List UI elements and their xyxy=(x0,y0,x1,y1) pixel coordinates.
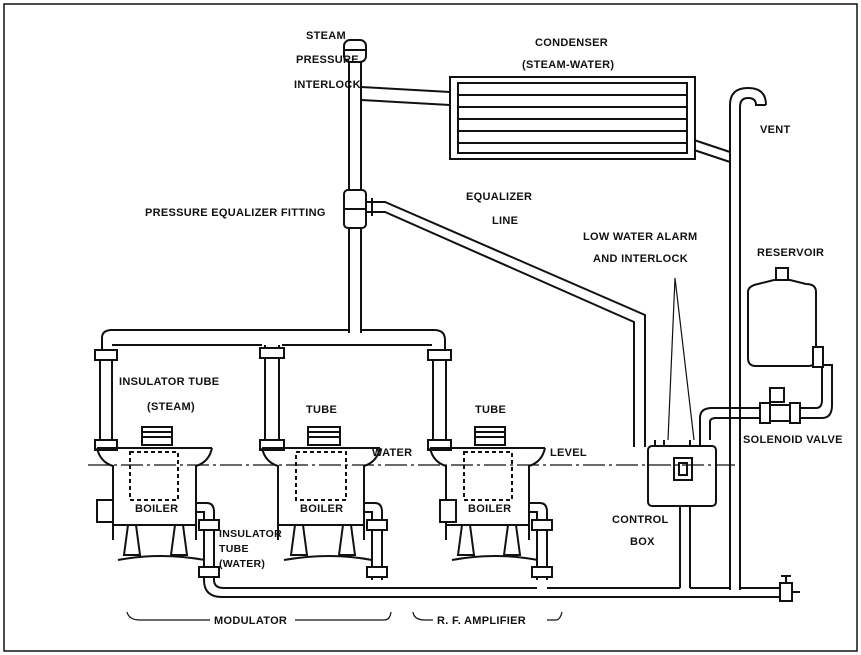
boiler-1 xyxy=(96,426,215,561)
svg-text:TUBE: TUBE xyxy=(219,543,249,555)
svg-text:EQUALIZER: EQUALIZER xyxy=(466,191,532,203)
modulator-bracket xyxy=(126,611,392,621)
boiler-2 xyxy=(261,426,383,561)
pressure-equalizer-fitting-label: PRESSURE EQUALIZER FITTING xyxy=(145,207,326,219)
boiler-label-3: BOILER xyxy=(468,503,511,515)
boiler-label-2: BOILER xyxy=(300,503,343,515)
water-return-pipe xyxy=(203,579,790,598)
svg-text:BOX: BOX xyxy=(630,536,655,548)
svg-text:LINE: LINE xyxy=(492,215,518,227)
rf-amplifier-bracket xyxy=(412,611,563,621)
condenser xyxy=(449,76,696,160)
svg-text:(WATER): (WATER) xyxy=(219,558,265,570)
solenoid-valve-label: SOLENOID VALVE xyxy=(743,434,843,446)
low-water-alarm-label: LOW WATER ALARM AND INTERLOCK xyxy=(583,231,697,265)
tube-label-1: TUBE xyxy=(306,404,337,416)
boiler-3 xyxy=(429,426,548,561)
svg-text:PRESSURE: PRESSURE xyxy=(296,54,359,66)
low-water-alarm-leader xyxy=(667,277,695,441)
condenser-inlet-pipe xyxy=(360,86,451,106)
reservoir-label: RESERVOIR xyxy=(757,247,824,259)
svg-text:CONDENSER: CONDENSER xyxy=(535,37,608,49)
equalizer-line-label: EQUALIZER LINE xyxy=(466,191,532,227)
svg-text:CONTROL: CONTROL xyxy=(612,514,668,526)
svg-text:AND INTERLOCK: AND INTERLOCK xyxy=(593,253,688,265)
insulator-tubes-water xyxy=(198,519,553,580)
control-box xyxy=(647,440,717,588)
condenser-outlet-pipe xyxy=(693,139,731,163)
svg-text:(STEAM-WATER): (STEAM-WATER) xyxy=(522,59,614,71)
control-box-label: CONTROL BOX xyxy=(612,514,668,548)
condenser-label: CONDENSER (STEAM-WATER) xyxy=(522,37,614,71)
drain-valve xyxy=(779,575,800,602)
boiler-label-1: BOILER xyxy=(135,503,178,515)
steam-pressure-interlock-label: STEAM PRESSURE INTERLOCK xyxy=(294,30,361,91)
insulator-tube-steam-label: INSULATOR TUBE (STEAM) xyxy=(119,376,219,413)
water-label: WATER xyxy=(372,447,412,459)
diagram-border xyxy=(3,3,858,652)
reservoir-feed-pipe xyxy=(699,407,760,440)
svg-text:INSULATOR TUBE: INSULATOR TUBE xyxy=(119,376,219,388)
equalizer-line xyxy=(366,198,646,447)
modulator-label: MODULATOR xyxy=(214,615,287,627)
vent-label: VENT xyxy=(760,124,791,136)
vent-pipe xyxy=(729,86,767,590)
svg-text:(STEAM): (STEAM) xyxy=(147,401,195,413)
rf-amplifier-label: R. F. AMPLIFIER xyxy=(437,615,526,627)
svg-text:LOW WATER ALARM: LOW WATER ALARM xyxy=(583,231,697,243)
steam-manifold xyxy=(101,329,446,350)
svg-text:INTERLOCK: INTERLOCK xyxy=(294,79,361,91)
svg-text:INSULATOR: INSULATOR xyxy=(219,528,282,540)
solenoid-valve xyxy=(759,364,833,424)
reservoir xyxy=(747,267,824,368)
level-label: LEVEL xyxy=(550,447,587,459)
insulator-tubes-steam xyxy=(94,345,452,451)
svg-text:STEAM: STEAM xyxy=(306,30,346,42)
insulator-tube-water-label: INSULATOR TUBE (WATER) xyxy=(219,528,282,570)
tube-label-2: TUBE xyxy=(475,404,506,416)
